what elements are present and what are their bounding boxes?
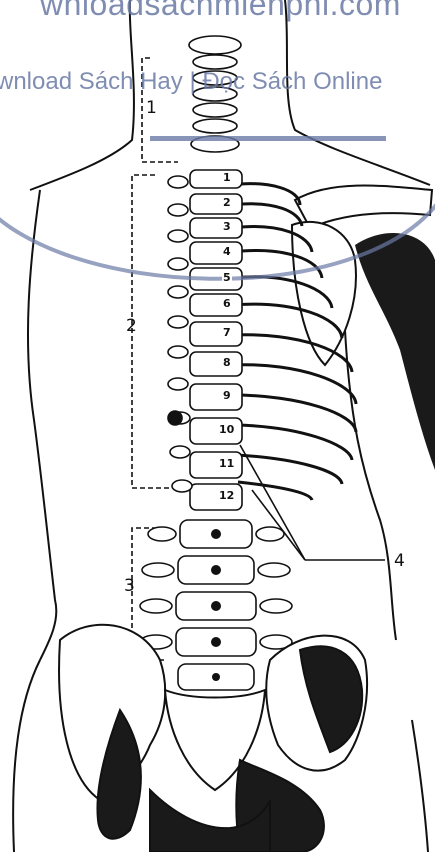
thoracic-vertebra-number: 12 — [218, 490, 235, 501]
right-hip — [412, 720, 428, 852]
thoracic-vertebra-number: 2 — [222, 197, 232, 208]
label-lumbar: 3 — [124, 578, 135, 595]
left-hip — [13, 660, 40, 852]
label-pointer: 4 — [394, 553, 405, 570]
thoracic-vertebra-number: 11 — [218, 458, 235, 469]
shoulder-muscle — [355, 233, 435, 470]
right-flank — [345, 330, 396, 640]
left-flank — [28, 190, 56, 660]
watermark-title: wnloadsachmienphi.com — [40, 0, 435, 23]
thoracic-vertebra-number: 10 — [218, 424, 235, 435]
thoracic-bracket — [132, 175, 180, 488]
thoracic-vertebra-number: 1 — [222, 172, 232, 183]
label-thoracic: 2 — [126, 318, 137, 335]
thoracic-vertebra-number: 9 — [222, 390, 232, 401]
spinous-processes — [211, 529, 221, 681]
thoracic-vertebra-number: 7 — [222, 327, 232, 338]
thoracic-vertebra-number: 3 — [222, 221, 232, 232]
thoracic-vertebra-number: 4 — [222, 246, 232, 257]
thoracic-vertebra-number: 8 — [222, 357, 232, 368]
watermark-bar — [150, 136, 386, 141]
vertebral-column — [140, 36, 292, 690]
pelvis — [59, 625, 367, 852]
marker-node — [168, 411, 182, 425]
pointer-line-lower — [252, 490, 305, 560]
label-cervical: 1 — [146, 100, 157, 117]
watermark-subtitle: wnload Sách Hay | Đọc Sách Online — [0, 68, 382, 96]
thoracic-vertebra-number: 5 — [222, 272, 232, 283]
thoracic-vertebra-number: 6 — [222, 298, 232, 309]
